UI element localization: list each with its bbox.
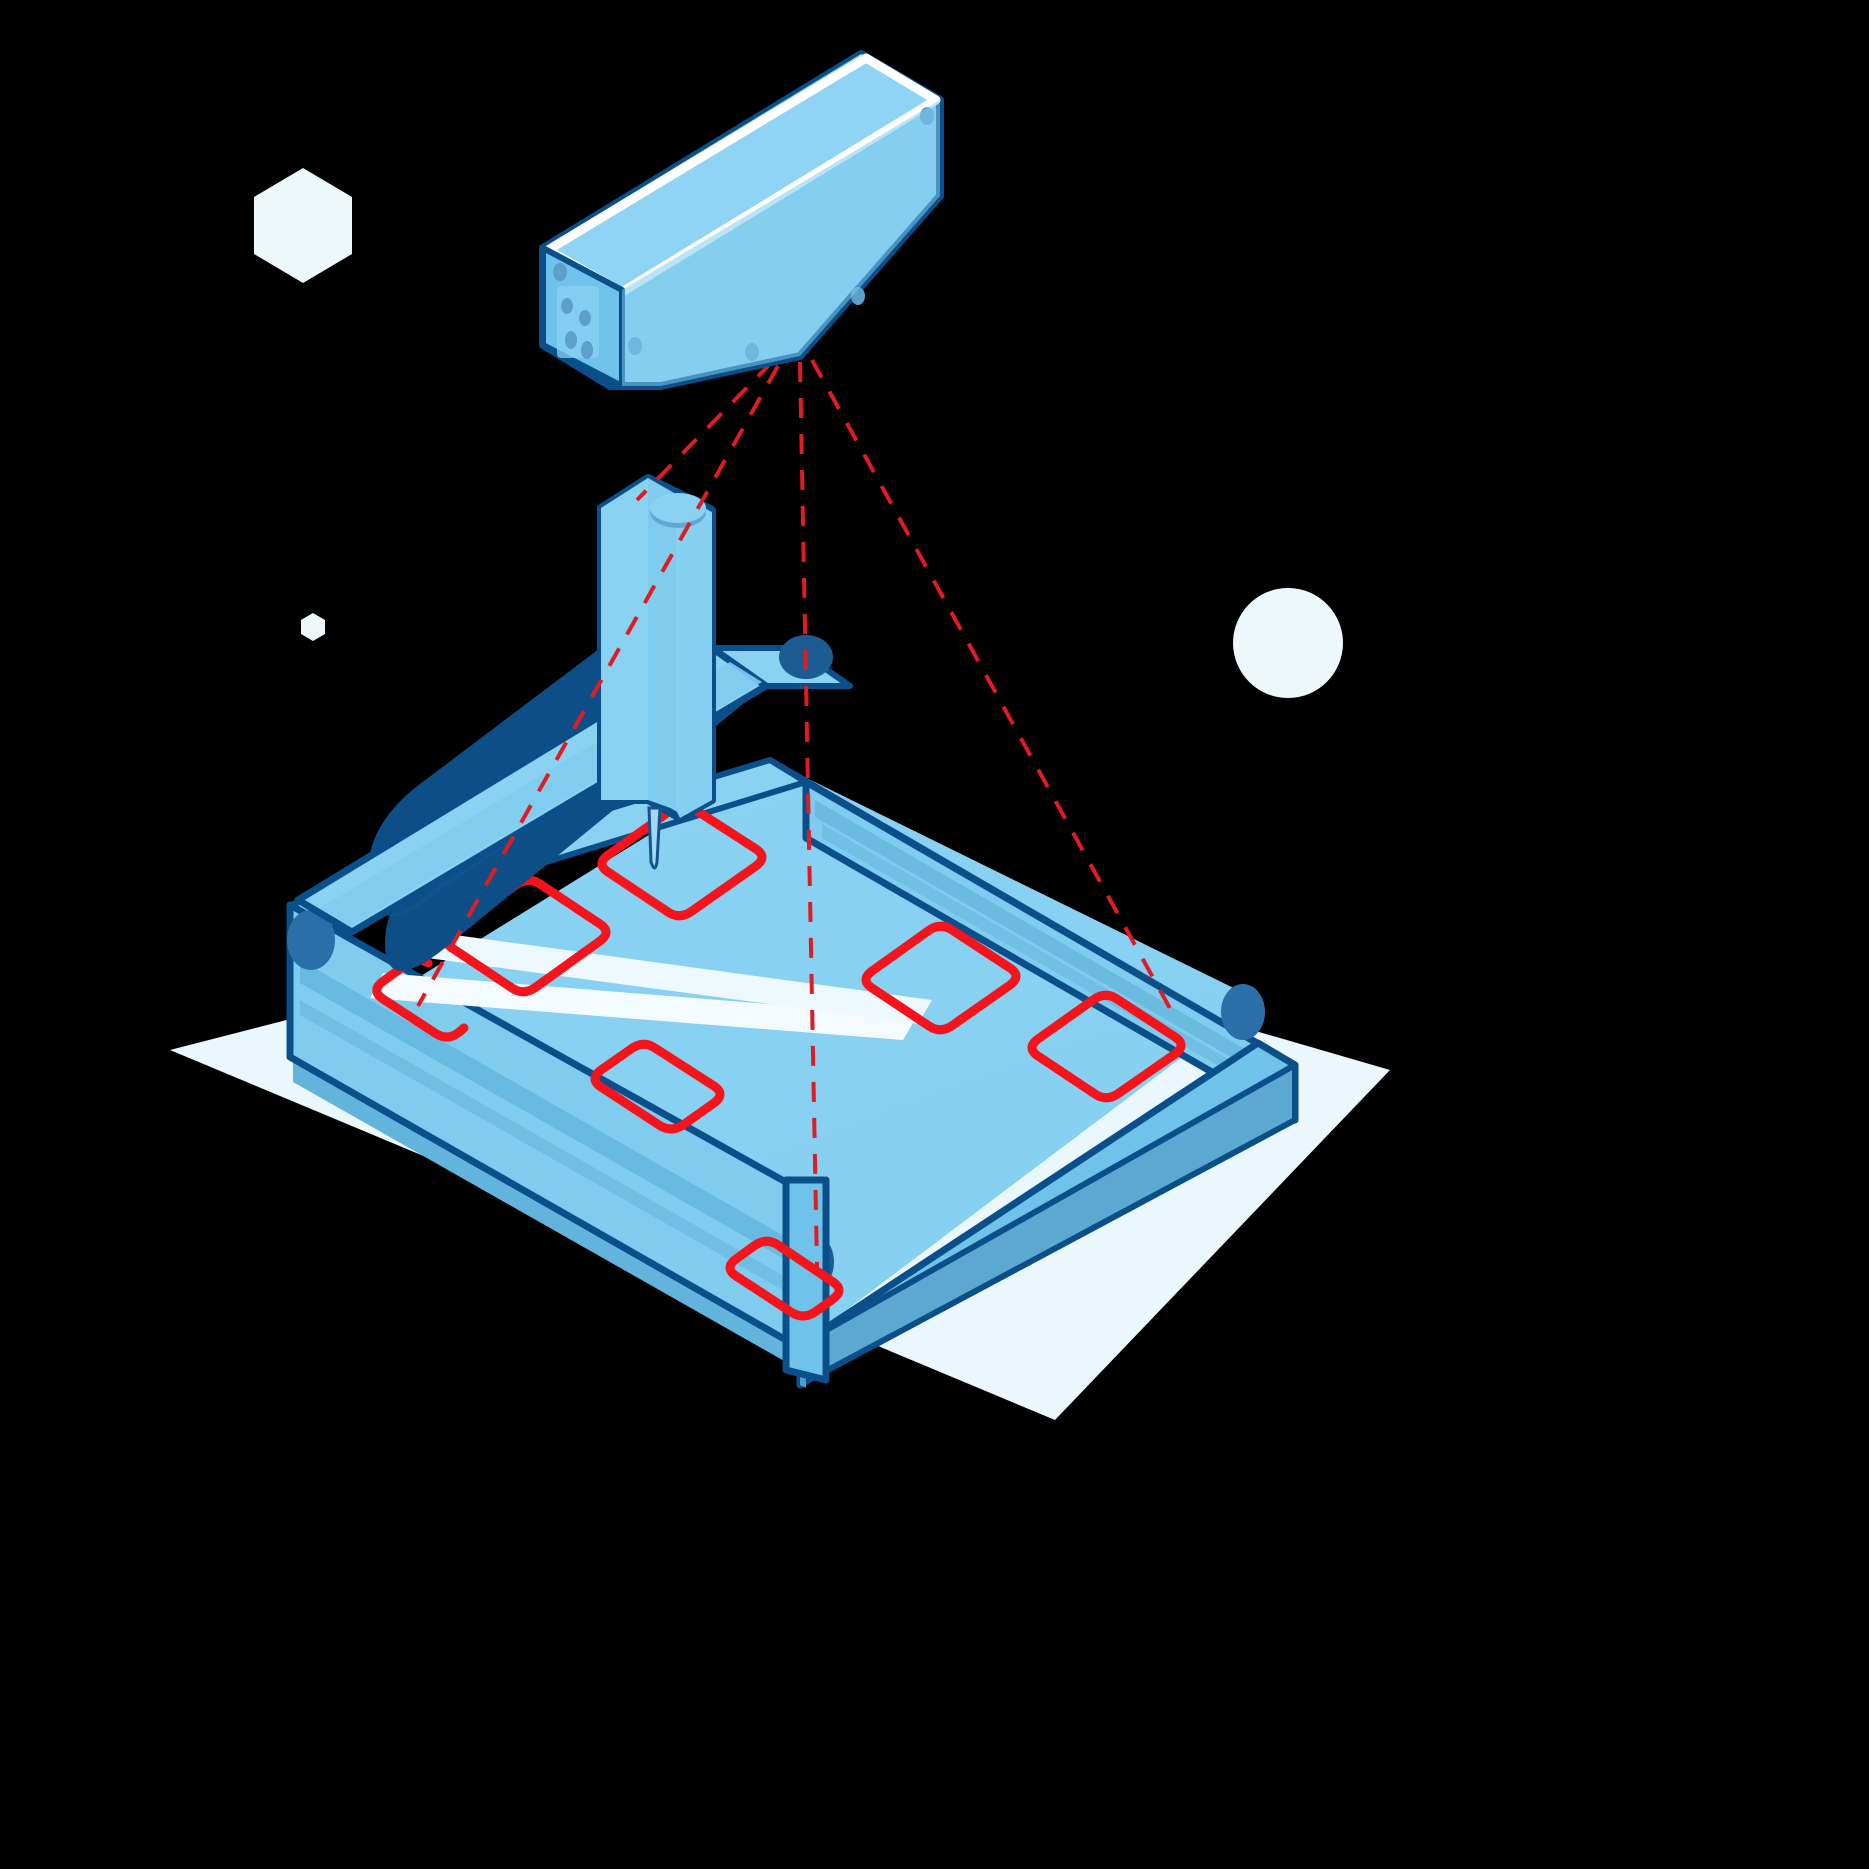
z-column-right-shade: [676, 494, 712, 818]
pale-circle-icon: [1233, 588, 1343, 698]
z-column-inner-edge: [648, 478, 676, 810]
scanner-front-face: [622, 100, 940, 386]
toolpath-outline-4: [590, 1039, 725, 1134]
pale-hexagon-large-icon: [254, 168, 352, 283]
toolpath-outlines: [372, 801, 1186, 1321]
z-column-left-face: [601, 478, 648, 800]
scanner-top-face: [543, 54, 940, 290]
bed-right-rail-groove-1: [815, 800, 1288, 1090]
bed-front-left-block: [782, 1176, 830, 1384]
bed-left-corner-knob-icon: [287, 910, 335, 970]
scanner-screw-icon-2: [561, 298, 573, 314]
engraving-tool-bit-icon: [647, 806, 662, 870]
toolpath-outline-5: [861, 921, 1021, 1035]
bed-right-corner-knob-icon: [1221, 984, 1265, 1040]
scan-beam-2: [416, 365, 780, 1007]
z-column-bore-inner-icon: [650, 493, 706, 523]
z-axis-column: [597, 474, 716, 870]
scanner-screw-icon-1: [553, 263, 567, 281]
overhead-vision-scanner: [539, 50, 944, 390]
toolpath-outline-7: [725, 1236, 844, 1321]
bed-linear-guide-slot-2: [390, 928, 932, 1024]
scanner-screw-icon-4: [565, 331, 577, 349]
bed-left-rail-groove-1: [300, 960, 800, 1268]
scan-beam-4: [810, 359, 1174, 1013]
bed-left-rail-groove-2: [300, 1000, 800, 1300]
scanner-screw-icon-5: [581, 341, 593, 359]
scanner-screw-icon-3: [579, 310, 591, 326]
toolpath-outline-6: [1027, 990, 1186, 1103]
decor-group: [254, 168, 1343, 698]
pale-hexagon-small-icon: [301, 613, 325, 641]
scan-beam-3: [798, 361, 819, 1269]
scan-beam-group: [416, 359, 1174, 1269]
scan-beam-1: [635, 360, 774, 502]
